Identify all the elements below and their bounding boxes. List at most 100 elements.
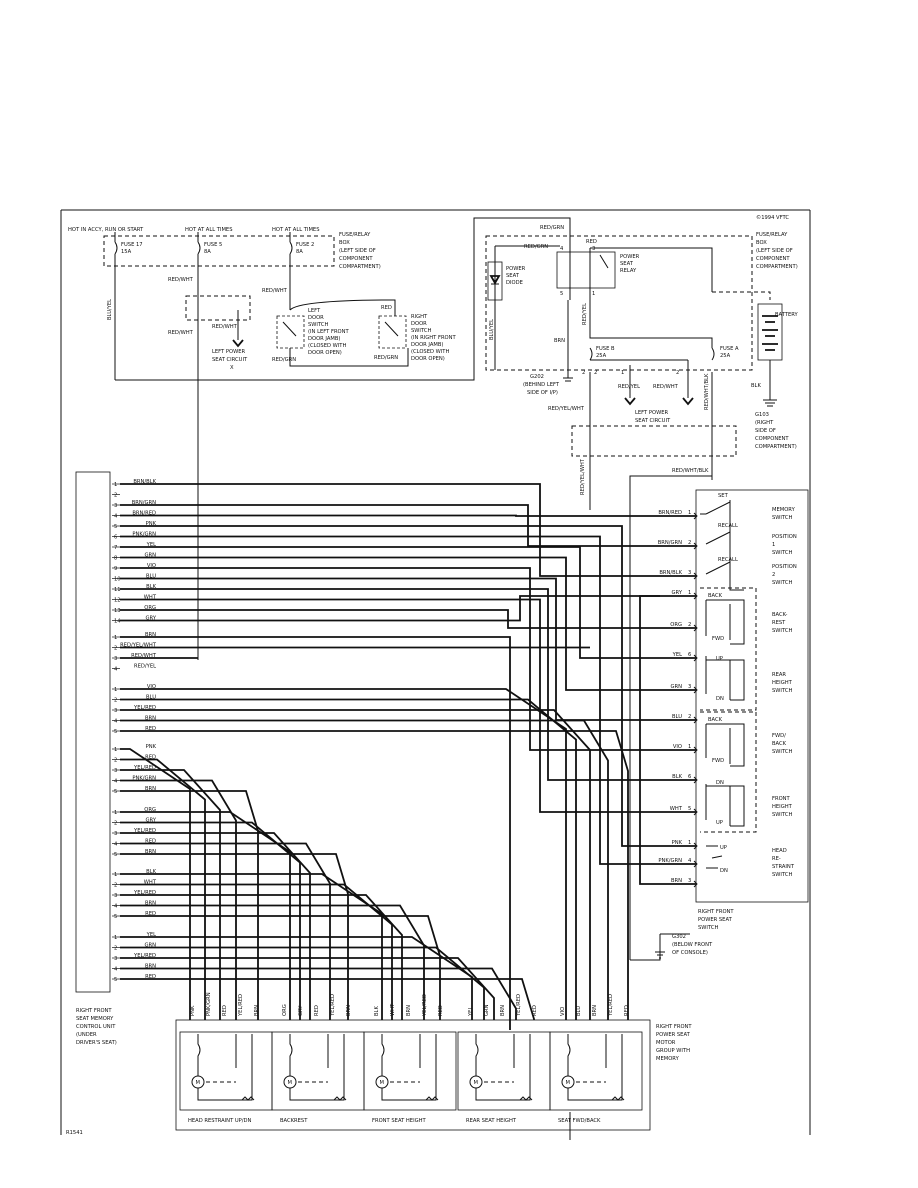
connector-wire-label: RED/YEL/WHT xyxy=(120,643,157,649)
connector-pin: 1 xyxy=(114,635,117,641)
wire-blu-yel-left: BLU/YEL xyxy=(107,299,113,320)
motor-symbol: M xyxy=(474,1080,478,1086)
connector-pin: 1 xyxy=(114,482,117,488)
motor-wire-label: WHT xyxy=(390,1003,396,1016)
connector-pin: 4 xyxy=(114,904,118,910)
svg-text:REST: REST xyxy=(772,620,786,626)
svg-text:SWITCH: SWITCH xyxy=(772,515,792,521)
svg-text:POWER SEAT: POWER SEAT xyxy=(656,1032,691,1038)
connector-pin: 2 xyxy=(114,698,117,704)
motor-wire-label: RED xyxy=(532,1005,538,1016)
connector-wire-label: BLK xyxy=(146,584,156,590)
fuse-b: FUSE B 25A xyxy=(596,346,615,359)
svg-text:DOOR: DOOR xyxy=(411,321,427,327)
svg-text:RED/GRN: RED/GRN xyxy=(272,357,296,363)
fuse-relay-box-label-1: FUSE/RELAY BOX (LEFT SIDE OF COMPONENT C… xyxy=(339,232,381,270)
svg-text:25A: 25A xyxy=(596,353,607,359)
harness-wires xyxy=(120,483,696,1030)
connector-pin: 2 xyxy=(114,883,117,889)
svg-text:STRAINT: STRAINT xyxy=(772,864,795,870)
connector-pin: 4 xyxy=(114,842,118,848)
right-door-switch xyxy=(378,315,407,349)
svg-text:RED/WHT/BLK: RED/WHT/BLK xyxy=(704,373,710,410)
motor-wire-label: YEL xyxy=(468,1007,474,1017)
connector-wire-label: YEL xyxy=(146,542,156,548)
motor-wire-label: RED xyxy=(624,1005,630,1016)
connector-pin: 3 xyxy=(114,768,117,774)
svg-text:BLK: BLK xyxy=(751,383,761,389)
svg-text:SEAT: SEAT xyxy=(506,273,520,279)
connector-wire-label: ORG xyxy=(144,807,156,813)
svg-text:SIDE OF: SIDE OF xyxy=(755,428,776,434)
connector-wire-label: RED/YEL xyxy=(134,664,156,670)
svg-text:SWITCH: SWITCH xyxy=(772,812,792,818)
svg-text:1: 1 xyxy=(592,291,595,297)
connector-wire-label: BRN xyxy=(145,716,156,722)
svg-text:BOX: BOX xyxy=(756,240,767,246)
svg-text:BACK: BACK xyxy=(708,593,723,599)
svg-text:POSITION: POSITION xyxy=(772,564,797,570)
svg-text:UP: UP xyxy=(720,845,727,851)
switch-pin-number: 1 xyxy=(688,510,691,516)
svg-text:FRONT: FRONT xyxy=(772,796,791,802)
position-2-switch: RECALL POSITION 2 SWITCH xyxy=(705,557,797,586)
switch-pin-number: 4 xyxy=(688,858,692,864)
power-seat-relay-label: POWER SEAT RELAY xyxy=(620,254,640,274)
fuse-17: FUSE 17 15A xyxy=(114,232,143,380)
svg-text:POWER SEAT: POWER SEAT xyxy=(698,917,733,923)
svg-text:RED/YEL: RED/YEL xyxy=(618,384,640,390)
switch-pin-number: 6 xyxy=(688,652,691,658)
connector-wire-label: WHT xyxy=(144,880,157,886)
svg-text:RED/WHT: RED/WHT xyxy=(168,330,194,336)
motor-group-label: RIGHT FRONT POWER SEAT MOTOR GROUP WITH … xyxy=(656,1024,692,1062)
svg-text:RED/YEL/WHT: RED/YEL/WHT xyxy=(548,406,585,412)
connector-pin: 8 xyxy=(114,556,117,562)
connector-pin: 3 xyxy=(114,503,117,509)
switch-pin-terminal xyxy=(690,592,698,600)
svg-text:COMPONENT: COMPONENT xyxy=(755,436,789,442)
connector-pin: 3 xyxy=(114,893,117,899)
connector-wire-label: BRN xyxy=(145,632,156,638)
connector-wire-label: GRY xyxy=(146,818,157,824)
motor-label: SEAT FWD/BACK xyxy=(558,1118,601,1124)
connector-pin: 5 xyxy=(114,524,117,530)
connector-pin: 1 xyxy=(114,810,117,816)
switch-pin-terminal xyxy=(690,776,698,784)
connector-wire-label: RED/WHT xyxy=(131,653,157,659)
svg-text:RED/YEL/WHT: RED/YEL/WHT xyxy=(580,458,586,495)
svg-text:RED/WHT: RED/WHT xyxy=(212,324,238,330)
connector-wire-label: YEL/RED xyxy=(133,765,156,771)
switch-pin-number: 3 xyxy=(688,878,691,884)
svg-text:(IN RIGHT FRONT: (IN RIGHT FRONT xyxy=(411,335,457,341)
connector-pin: 13 xyxy=(114,608,121,614)
connector-pin: 4 xyxy=(114,514,118,520)
motor-wire-label: BRN xyxy=(406,1005,412,1016)
switch-pin-number: 5 xyxy=(688,806,691,812)
svg-text:SWITCH: SWITCH xyxy=(772,749,792,755)
connector-pin: 6 xyxy=(114,535,117,541)
svg-text:MOTOR: MOTOR xyxy=(656,1040,676,1046)
right-door-switch-label: RIGHT DOOR SWITCH (IN RIGHT FRONT DOOR J… xyxy=(411,314,457,362)
svg-text:BOX: BOX xyxy=(339,240,350,246)
svg-text:CONTROL UNIT: CONTROL UNIT xyxy=(76,1024,116,1030)
switch-pin-number: 2 xyxy=(688,714,691,720)
svg-text:BACK: BACK xyxy=(708,717,723,723)
switch-pin-terminal xyxy=(690,842,698,850)
connector-wire-label: BRN/GRN xyxy=(132,500,156,506)
connector-wire-label: BRN/BLK xyxy=(133,479,156,485)
connector-wire-label: YEL xyxy=(146,932,156,938)
motor-symbol: M xyxy=(196,1080,200,1086)
svg-text:RED/YEL: RED/YEL xyxy=(582,303,588,325)
connector-wire-label: GRN xyxy=(144,553,156,559)
motor-label: REAR SEAT HEIGHT xyxy=(466,1118,517,1124)
motor-wire-label: BRN xyxy=(254,1005,260,1016)
svg-text:3: 3 xyxy=(592,246,595,252)
connector-wire-label: BLU xyxy=(146,695,156,701)
svg-text:G103: G103 xyxy=(755,412,769,418)
motor-wire-label: BLK xyxy=(374,1006,380,1016)
connector-pin: 3 xyxy=(114,656,117,662)
